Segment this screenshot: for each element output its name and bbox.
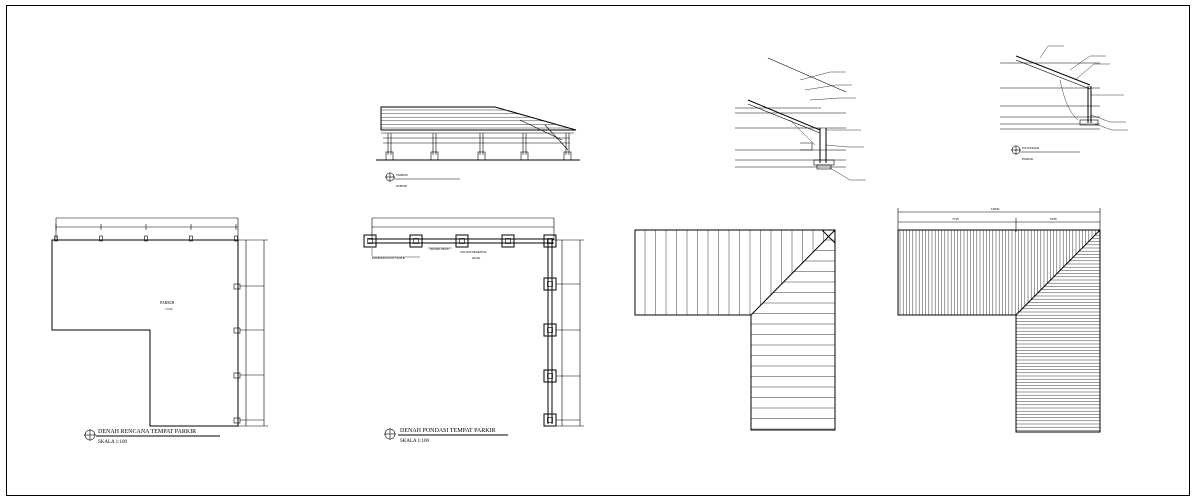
svg-text:20x20: 20x20 bbox=[472, 256, 481, 260]
foundation-plan-drawing: PONDASI FOOT PLATE SLOOF 15/20 KOLOM PED… bbox=[363, 217, 584, 427]
roof-dim-right: 5105 bbox=[1050, 217, 1057, 221]
section-detail-2 bbox=[1000, 45, 1128, 131]
foundation-plan-title-block: DENAH PONDASI TEMPAT PARKIR SKALA 1:100 bbox=[384, 428, 508, 444]
section-subtitle: PARKIR bbox=[1022, 157, 1034, 161]
foundation-plan-scale: SKALA 1:100 bbox=[400, 439, 430, 444]
label-sloof: SLOOF 15/20 bbox=[430, 247, 449, 251]
section-title-block: POTONGAN PARKIR bbox=[1011, 145, 1080, 161]
roof-dim-total: 12840 bbox=[991, 207, 1000, 211]
roof-plan-2: 12840 7735 5105 bbox=[897, 207, 1101, 433]
site-plan-title-block: DENAH RENCANA TEMPAT PARKIR SKALA 1:100 bbox=[84, 429, 220, 445]
svg-text:± 0.00: ± 0.00 bbox=[165, 307, 173, 311]
label-column: KOLOM PEDESTAL bbox=[460, 250, 487, 254]
section-detail-1 bbox=[735, 57, 866, 181]
foundation-plan-title: DENAH PONDASI TEMPAT PARKIR bbox=[400, 428, 496, 434]
site-plan-title: DENAH RENCANA TEMPAT PARKIR bbox=[98, 429, 196, 435]
elevation-subtitle: PARKIR bbox=[396, 184, 408, 188]
elevation-title-block: TAMPAK PARKIR bbox=[385, 172, 460, 188]
sheet-border bbox=[6, 5, 1190, 496]
site-room-label: PARKIR bbox=[160, 300, 175, 305]
label-footplate: PONDASI FOOT PLATE bbox=[372, 256, 405, 260]
roof-dim-left: 7735 bbox=[952, 217, 959, 221]
site-plan-scale: SKALA 1:100 bbox=[98, 440, 128, 445]
elevation-title: TAMPAK bbox=[396, 173, 408, 177]
section-title: POTONGAN bbox=[1022, 146, 1039, 150]
roof-plan-1 bbox=[634, 229, 836, 431]
site-plan-drawing: PARKIR ± 0.00 bbox=[51, 217, 268, 427]
elevation-drawing bbox=[376, 106, 580, 161]
